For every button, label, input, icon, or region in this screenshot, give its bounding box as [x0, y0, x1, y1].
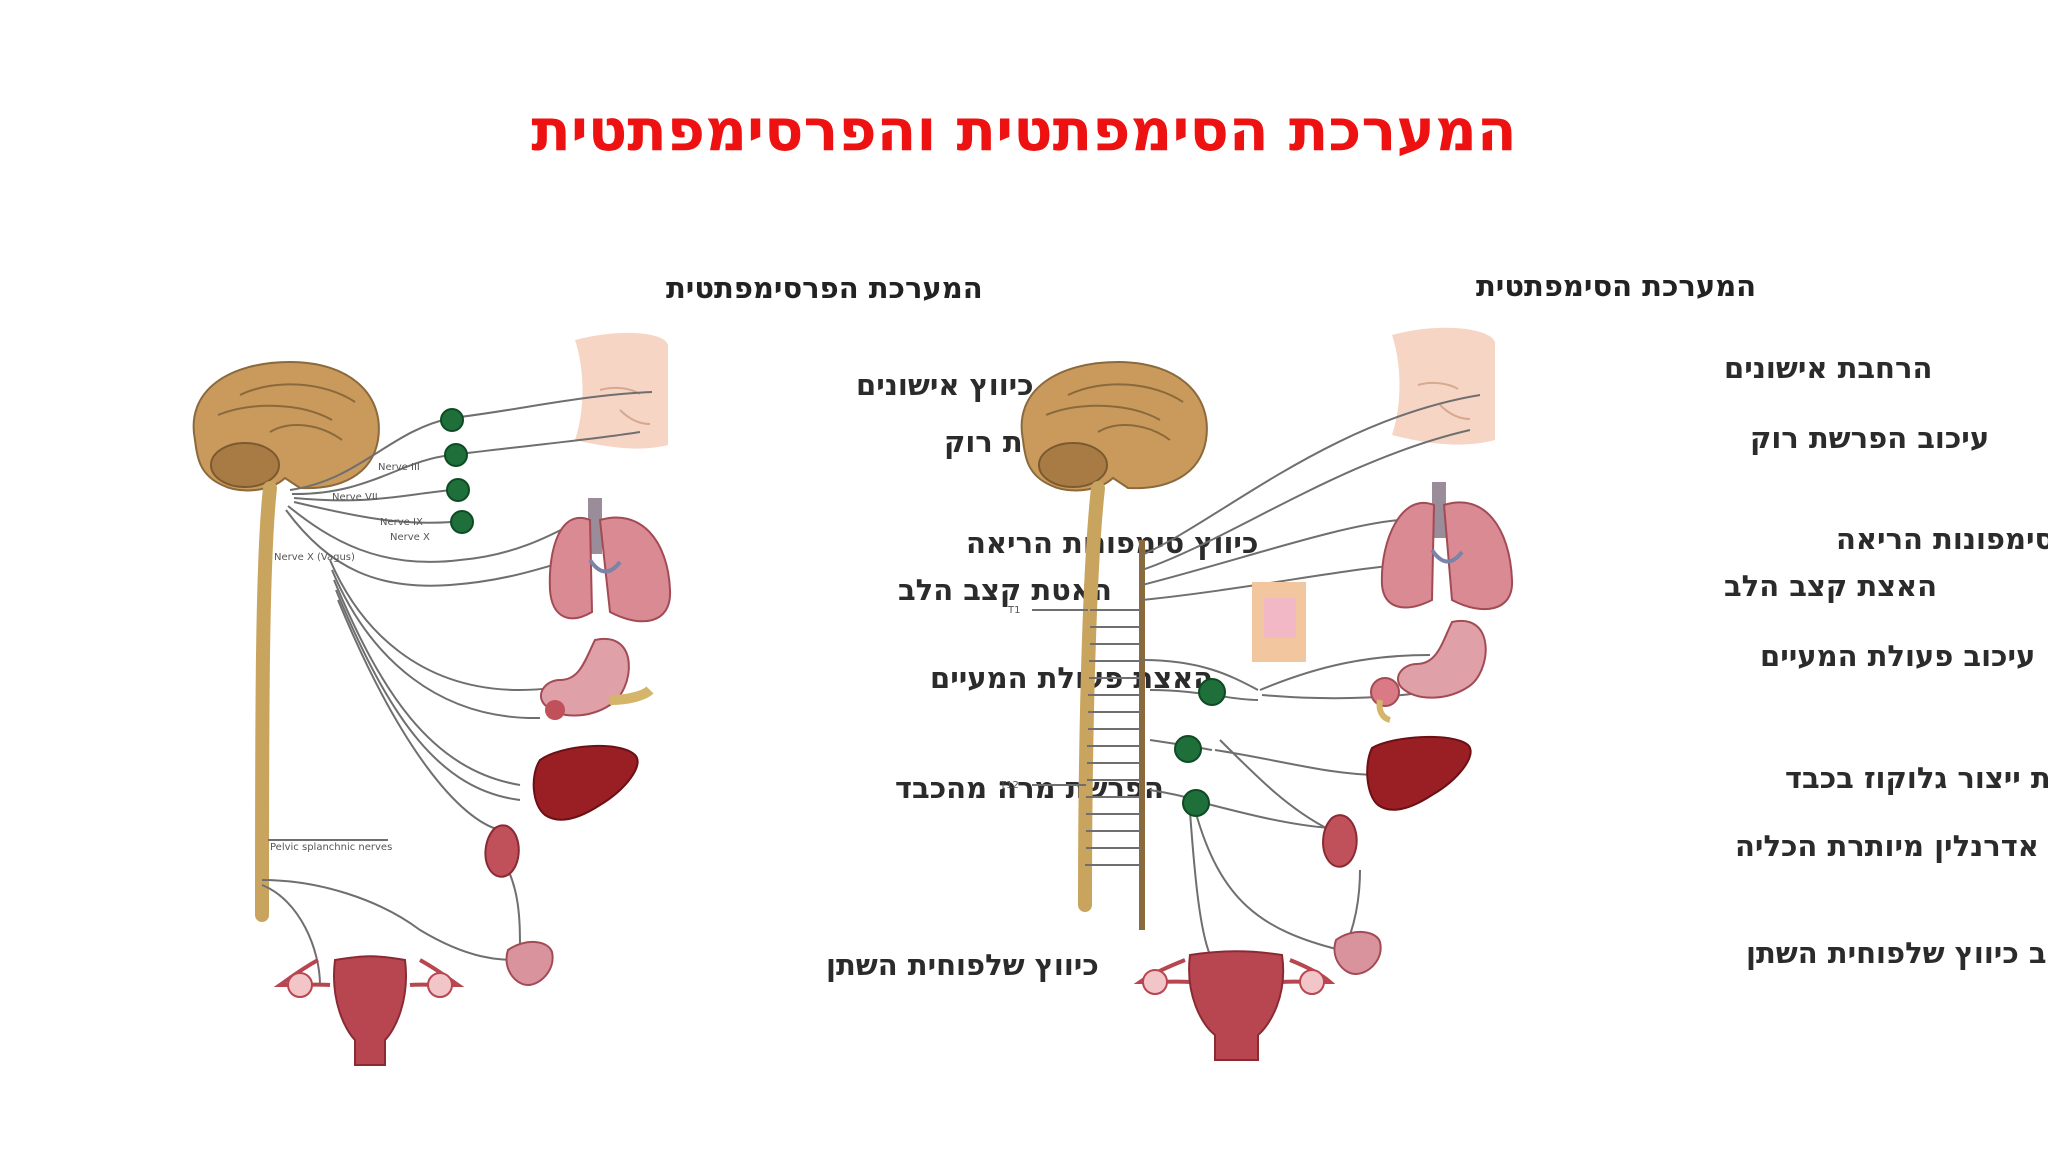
bladder-icon	[505, 941, 554, 987]
nerve-label: Nerve IX	[380, 517, 423, 528]
spine-marker: T1	[1007, 605, 1020, 616]
nerve-label: Pelvic splanchnic nerves	[270, 842, 392, 853]
stomach-icon	[1370, 619, 1487, 723]
spinal-connections	[1032, 609, 1142, 866]
brain-icon	[192, 360, 380, 492]
label-heart-rate-slow: האטת קצב הלב	[898, 573, 1112, 607]
sympathetic-nerves	[1141, 394, 1481, 956]
spinal-cord	[255, 481, 277, 922]
parasympathetic-header: המערכת הפרסימפתטית	[666, 271, 983, 305]
sympathetic-header: המערכת הסימפתטית	[1476, 269, 1756, 303]
nerve-label: Nerve VII	[332, 492, 378, 503]
nerve-label: Nerve III	[378, 462, 420, 473]
label-adrenaline-secretion: הפרשת אדרנלין מיותרת הכליה	[1735, 829, 2048, 863]
label-bile-secretion: הפרשת מרה מהכבד	[895, 771, 1164, 805]
kidney-icon	[1322, 814, 1358, 868]
label-bronchi-relax: הרפיית סימפונות הריאה	[1836, 522, 2048, 556]
spine-marker: T12	[999, 780, 1019, 791]
label-heart-rate-accel: האצת קצב הלב	[1724, 569, 1937, 603]
brain-icon	[1020, 360, 1208, 492]
ganglion-icon	[1174, 735, 1202, 763]
sympathetic-panel: המערכת הסימפתטית	[999, 269, 2048, 1061]
ganglion-icon	[450, 510, 474, 534]
ganglion-icon	[444, 443, 468, 467]
lungs-icon	[548, 498, 672, 623]
liver-icon	[532, 745, 639, 821]
liver-icon	[1366, 735, 1472, 811]
label-bronchi-constriction: כיווץ סימפונות הריאה	[966, 526, 1258, 560]
nerve-label: Nerve X (Vagus)	[274, 552, 355, 563]
face-icon	[575, 332, 668, 449]
face-icon	[1392, 327, 1495, 445]
lungs-icon	[1380, 482, 1514, 611]
label-pupil-dilation: הרחבת אישונים	[1724, 351, 1932, 385]
uterus-icon	[1133, 950, 1336, 1061]
adrenal-inset-icon	[1252, 582, 1306, 662]
spinal-cord	[1078, 481, 1105, 912]
nerve-label: Nerve X	[390, 532, 430, 543]
ganglion-icon	[446, 478, 470, 502]
label-intestine-inhibit: עיכוב פעולת המעיים	[1760, 639, 2035, 673]
ganglion-icon	[440, 408, 464, 432]
uterus-icon	[273, 955, 465, 1066]
ganglion-icon	[1198, 678, 1226, 706]
stomach-icon	[540, 637, 654, 720]
label-glucose-production: הגברת ייצור גלוקוז בכבד	[1785, 761, 2048, 795]
label-bladder-inhibit: עיכוב כיווץ שלפוחית השתן	[1746, 936, 2048, 970]
ganglion-icon	[1182, 789, 1210, 817]
kidney-icon	[484, 824, 520, 878]
bladder-icon	[1333, 931, 1382, 976]
slide-title: המערכת הסימפתטית והפרסימפתטית	[531, 96, 1517, 164]
label-saliva-inhibit: עיכוב הפרשת רוק	[1750, 421, 1989, 455]
label-pupil-constriction: כיווץ אישונים	[856, 368, 1034, 402]
label-intestine-accel: האצת פעולת המעיים	[930, 661, 1213, 695]
label-bladder-contraction: כיווץ שלפוחית השתן	[826, 948, 1099, 982]
